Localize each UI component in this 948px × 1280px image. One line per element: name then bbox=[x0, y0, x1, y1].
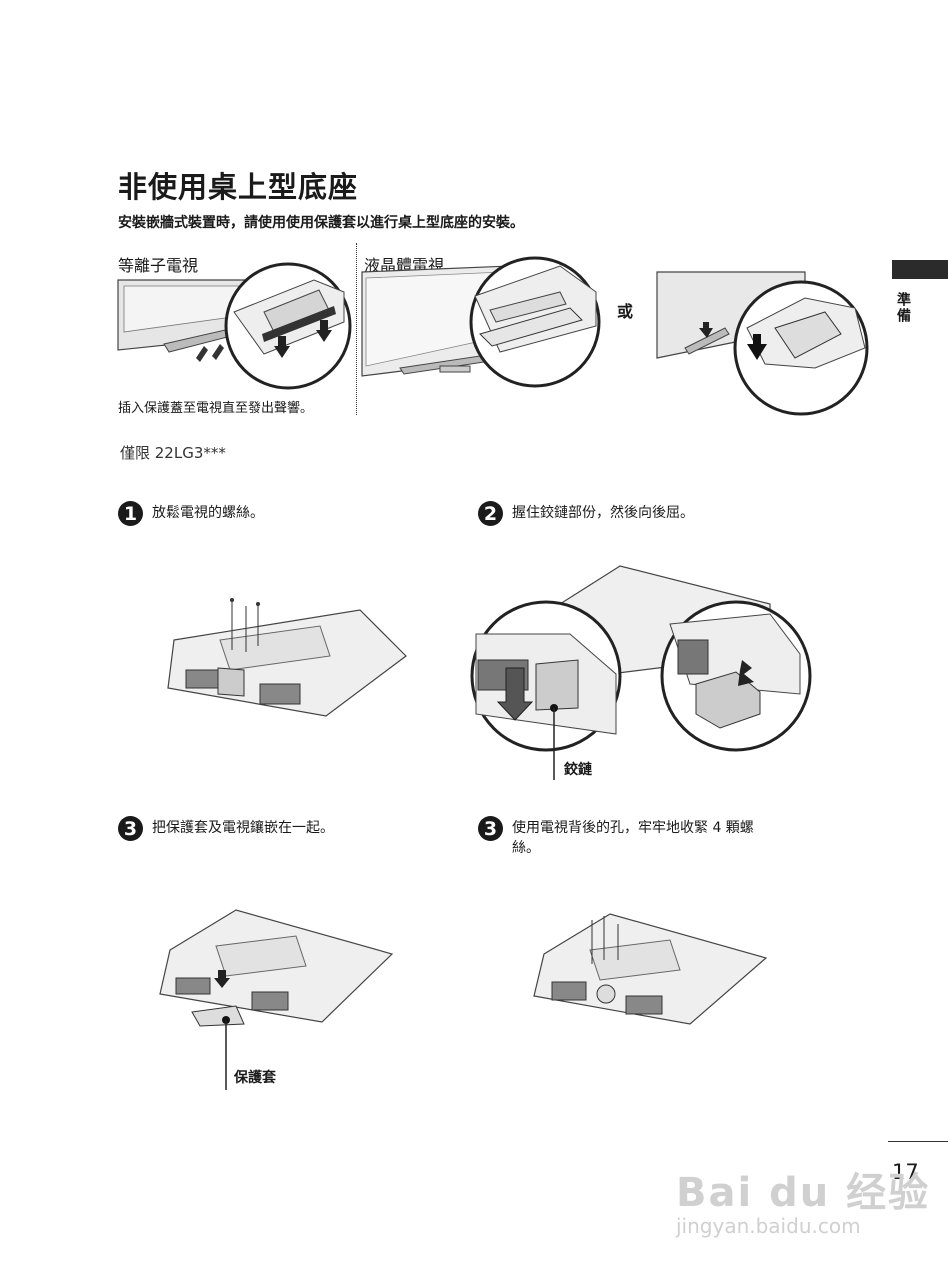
or-text: 或 bbox=[617, 302, 634, 321]
step-text: 使用電視背後的孔，牢牢地收緊 4 顆螺絲。 bbox=[512, 820, 754, 856]
plasma-illustration bbox=[117, 262, 352, 390]
section-divider bbox=[356, 243, 357, 415]
step-number: 1 bbox=[118, 501, 143, 526]
watermark-logo: Bai du 经验 bbox=[676, 1170, 931, 1216]
lcd-illustration-a bbox=[361, 256, 601, 388]
step-2-illustration bbox=[470, 565, 812, 780]
section-tab bbox=[892, 260, 948, 279]
step-3b-illustration bbox=[533, 913, 768, 1025]
step-number: 2 bbox=[478, 501, 503, 526]
hinge-label: 鉸鏈 bbox=[564, 762, 592, 778]
cover-label: 保護套 bbox=[234, 1070, 276, 1086]
watermark-url: jingyan.baidu.com bbox=[676, 1214, 861, 1238]
lcd-illustration-b bbox=[656, 271, 869, 416]
page-rule bbox=[888, 1141, 948, 1142]
plasma-heading: 等離子電視 bbox=[118, 256, 199, 275]
step-1-illustration bbox=[167, 598, 407, 717]
page-title: 非使用桌上型底座 bbox=[118, 170, 359, 204]
step-2: 2 握住鉸鏈部份，然後向後屈。 bbox=[478, 501, 694, 526]
step-3a-illustration bbox=[159, 909, 394, 1090]
step-3b: 3 使用電視背後的孔，牢牢地收緊 4 顆螺絲。 bbox=[478, 816, 777, 858]
page-number: 17 bbox=[892, 1160, 919, 1184]
step-3a: 3 把保護套及電視鑲嵌在一起。 bbox=[118, 816, 334, 841]
plasma-caption: 插入保護蓋至電視直至發出聲響。 bbox=[118, 401, 314, 416]
step-text: 放鬆電視的螺絲。 bbox=[152, 505, 264, 521]
model-note: 僅限 22LG3*** bbox=[120, 444, 226, 462]
intro-text: 安裝嵌牆式裝置時，請使用使用保護套以進行桌上型底座的安裝。 bbox=[118, 215, 524, 231]
step-number: 3 bbox=[478, 816, 503, 841]
section-tab-label: 準備 bbox=[895, 292, 911, 324]
step-text: 握住鉸鏈部份，然後向後屈。 bbox=[512, 505, 694, 521]
step-text: 把保護套及電視鑲嵌在一起。 bbox=[152, 820, 334, 836]
step-number: 3 bbox=[118, 816, 143, 841]
step-1: 1 放鬆電視的螺絲。 bbox=[118, 501, 264, 526]
